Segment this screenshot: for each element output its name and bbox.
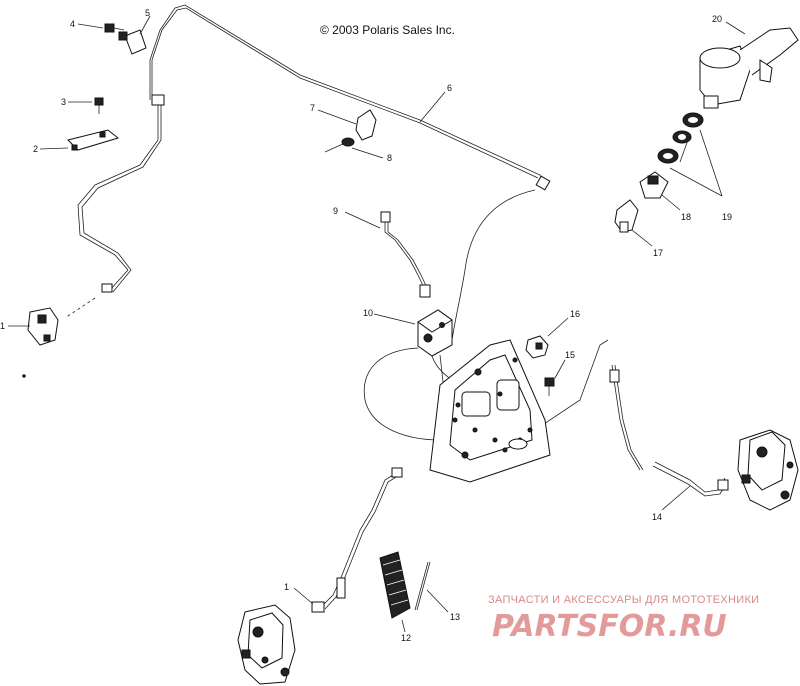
mounting-plate: [429, 339, 551, 483]
fitting-part-16: [525, 335, 549, 359]
bracket-part: [67, 129, 120, 151]
leader-left: [64, 297, 96, 319]
seal-part-19: [657, 112, 704, 164]
leader-12: [401, 619, 406, 633]
bolt-part-15: [544, 377, 555, 396]
lower-line-mid-fitting: [336, 577, 346, 599]
leader-6: [419, 91, 446, 123]
callout-1-top: 1: [0, 321, 5, 331]
callout-16: 16: [570, 309, 580, 319]
hose-part-14: [654, 461, 726, 493]
callout-9: 9: [333, 206, 338, 216]
center-brake-hose: [451, 189, 536, 341]
pin-part-8: [324, 137, 355, 153]
clip-part-7: [355, 109, 377, 141]
leader-8: [351, 147, 384, 159]
clamp-part-5: [118, 29, 147, 55]
callout-17: 17: [653, 248, 663, 258]
callout-20: 20: [712, 14, 722, 24]
callout-15: 15: [565, 350, 575, 360]
hose-end-fitting: [101, 283, 113, 293]
hose-9-bottom-fitting: [419, 284, 431, 298]
hose-9-top-fitting: [380, 211, 391, 223]
hose-14-fitting: [717, 479, 729, 491]
left-brake-hose: [77, 100, 159, 291]
lower-line-top-fitting: [391, 467, 403, 478]
leader-19a: [699, 129, 723, 197]
leader-14: [661, 485, 691, 511]
leader-2: [39, 147, 69, 150]
bolt-part-3: [94, 97, 104, 114]
marker-dot: [22, 374, 26, 378]
leader-5: [139, 15, 151, 35]
upper-brake-line-inner: [151, 7, 539, 179]
lower-brake-line: [321, 471, 399, 607]
callout-13: 13: [450, 612, 460, 622]
block-line-left: [363, 347, 441, 441]
bottom-caliper: [237, 604, 296, 685]
watermark-title: PARTSFOR.RU: [492, 609, 727, 644]
watermark-subtitle: ЗАПЧАСТИ И АКСЕССУАРЫ ДЛЯ МОТОТЕХНИКИ: [488, 594, 759, 606]
leader-1-bottom: [293, 587, 314, 605]
leader-18: [661, 194, 681, 211]
hose-part-9-inner: [387, 214, 429, 291]
boot-part-17: [614, 199, 639, 233]
left-brake-hose-inner: [81, 100, 162, 293]
leader-15: [554, 359, 566, 379]
callout-5: 5: [145, 8, 150, 18]
lower-line-end-fitting: [311, 601, 325, 613]
callout-14: 14: [652, 512, 662, 522]
callout-10: 10: [363, 308, 373, 318]
leader-19b: [669, 167, 723, 197]
boot-part-12: [379, 551, 411, 619]
valve-block-part-10: [417, 309, 453, 357]
hose-part-9: [384, 214, 426, 291]
copyright-text: © 2003 Polaris Sales Inc.: [320, 23, 455, 37]
callout-18: 18: [681, 212, 691, 222]
left-caliper-bracket: [27, 307, 59, 346]
callout-2: 2: [33, 144, 38, 154]
callout-12: 12: [401, 633, 411, 643]
leader-17: [631, 229, 653, 247]
hose-fitting: [151, 94, 165, 106]
callout-7: 7: [310, 103, 315, 113]
leader-13: [426, 589, 449, 613]
callout-8: 8: [387, 153, 392, 163]
leader-20: [725, 21, 746, 35]
tie-part-13: [414, 561, 431, 611]
line-fitting: [535, 175, 551, 191]
leader-16: [547, 317, 569, 337]
callout-1-bottom: 1: [284, 582, 289, 592]
callout-3: 3: [61, 97, 66, 107]
piston-part-18: [639, 171, 669, 199]
upper-brake-line: [149, 4, 546, 186]
callout-19: 19: [722, 212, 732, 222]
master-cylinder-part-20: [699, 27, 799, 109]
leader-7: [317, 109, 357, 125]
hose-part-14-inner: [652, 465, 729, 497]
right-line-fitting: [609, 369, 620, 383]
callout-4: 4: [70, 19, 75, 29]
bolt-part-4: [104, 23, 125, 33]
leader-4: [77, 23, 104, 29]
leader-10: [373, 313, 416, 325]
callout-6: 6: [447, 83, 452, 93]
leader-9: [344, 211, 381, 229]
right-caliper: [737, 429, 799, 511]
